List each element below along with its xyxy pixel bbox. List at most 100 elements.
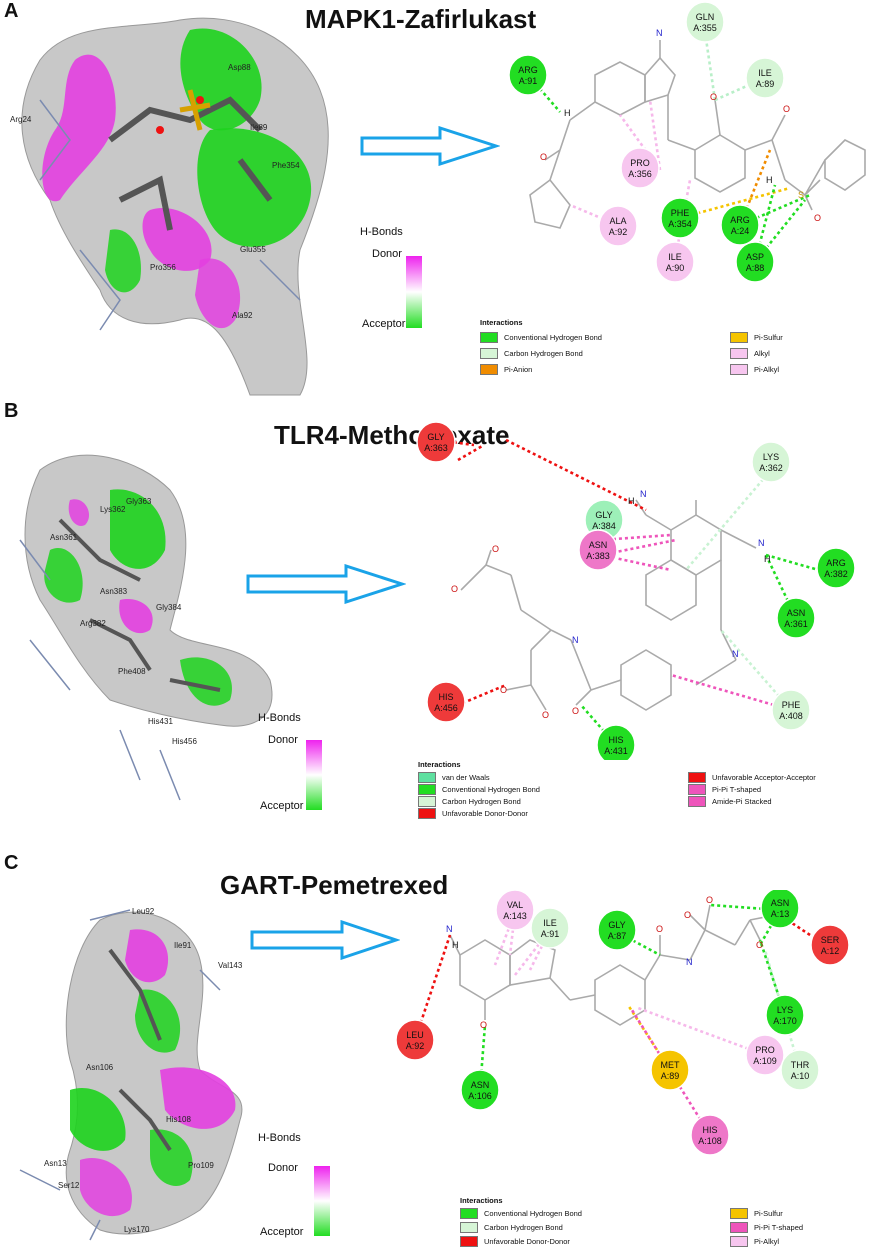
arrow-icon	[246, 564, 406, 604]
legend-swatch	[730, 348, 748, 359]
surface-label: Val143	[218, 961, 243, 970]
interaction-diagram: N H O O N O O O H O VALA:143ILEA:91GLYA:…	[395, 890, 850, 1156]
residue-bubble	[751, 441, 791, 483]
atom-label: S	[798, 190, 804, 200]
surface-label: Leu92	[132, 907, 155, 916]
protein-surface-render: Arg24 Pro356 Asp88 Ile89 Phe354 Ala92 Gl…	[10, 17, 329, 396]
legend-swatch	[688, 796, 706, 807]
surface-label: Lys362	[100, 505, 126, 514]
residue-name: MET	[661, 1060, 681, 1070]
surface-label: Asn383	[100, 587, 128, 596]
atom-label: O	[480, 1020, 487, 1030]
legend-label: van der Waals	[442, 773, 490, 782]
residue-bubble	[426, 681, 466, 723]
surface-label: Arg24	[10, 115, 32, 124]
residue-bubble	[760, 890, 800, 929]
residue-number: A:91	[541, 929, 560, 939]
panel-letter: A	[4, 0, 19, 22]
residue-name: VAL	[507, 900, 523, 910]
legend-item: Unfavorable Acceptor-Acceptor	[688, 772, 816, 783]
residue-name: GLY	[608, 920, 625, 930]
residue-number: A:408	[779, 711, 803, 721]
surface-label: Ala92	[232, 311, 253, 320]
residue-number: A:362	[759, 463, 783, 473]
legend-swatch	[460, 1208, 478, 1219]
surface-label: Pro356	[150, 263, 176, 272]
residue-bubble	[745, 57, 785, 99]
legend-label: Pi-Pi T-shaped	[712, 785, 762, 794]
legend-swatch	[688, 772, 706, 783]
legend-swatch	[460, 1222, 478, 1233]
residue-number: A:355	[693, 23, 717, 33]
surface-label: Pro109	[188, 1161, 214, 1170]
residue-bubble	[495, 890, 535, 931]
residue-name: ARG	[730, 215, 750, 225]
legend-swatch	[460, 1236, 478, 1247]
atom-label: H	[766, 175, 773, 185]
residue-name: THR	[791, 1060, 810, 1070]
surface-label: His431	[148, 717, 173, 726]
legend-swatch	[418, 772, 436, 783]
atom-label: H	[452, 940, 459, 950]
surface-label: Ile89	[250, 123, 268, 132]
legend-item: Pi-Anion	[480, 364, 532, 375]
residue-number: A:90	[666, 263, 685, 273]
legend-item: Alkyl	[730, 348, 770, 359]
atom-label: N	[732, 649, 739, 659]
legend-heading: Interactions	[418, 760, 461, 769]
residue-name: ASN	[771, 898, 790, 908]
residue-name: GLY	[427, 432, 444, 442]
donor-label: Donor	[372, 248, 402, 260]
residue-name: HIS	[702, 1125, 717, 1135]
legend-item: Carbon Hydrogen Bond	[460, 1222, 563, 1233]
legend-label: Pi-Sulfur	[754, 333, 783, 342]
panel-letter: C	[4, 852, 19, 874]
legend-label: Carbon Hydrogen Bond	[504, 349, 583, 358]
legend-swatch	[418, 784, 436, 795]
residue-name: ARG	[826, 558, 846, 568]
residue-bubble	[598, 205, 638, 247]
atom-label: H	[564, 108, 571, 118]
surface-label: Gly363	[126, 497, 152, 506]
surface-label: Phe354	[272, 161, 300, 170]
legend-heading: Interactions	[480, 318, 523, 327]
residue-name: SER	[821, 935, 840, 945]
residue-number: A:106	[468, 1091, 492, 1101]
legend-item: Pi-Alkyl	[730, 364, 779, 375]
residue-number: A:361	[784, 619, 808, 629]
legend-swatch	[418, 796, 436, 807]
residue-bubble	[620, 147, 660, 189]
surface-label: Asn106	[86, 1063, 114, 1072]
residue-name: GLN	[696, 12, 715, 22]
residue-bubble	[655, 241, 695, 283]
atom-label: O	[684, 910, 691, 920]
protein-surface-render: Lys362 Gly363 Asn361 Asn383 Gly384 Arg38…	[19, 454, 273, 801]
residue-number: A:456	[434, 703, 458, 713]
legend-item: Pi-Sulfur	[730, 1208, 783, 1219]
residue-name: ILE	[758, 68, 772, 78]
legend-item: Conventional Hydrogen Bond	[418, 784, 540, 795]
legend-swatch	[480, 332, 498, 343]
residue-name: LEU	[406, 1030, 424, 1040]
residue-name: LYS	[763, 452, 779, 462]
arrow-icon	[360, 126, 500, 166]
legend-item: Unfavorable Donor-Donor	[418, 808, 528, 819]
panel-b: B TLR4-Methotrexate Lys362 Gly363 Asn361…	[0, 400, 872, 830]
interactions-legend: Interactions Conventional Hydrogen Bond …	[460, 1196, 872, 1252]
panel-letter: B	[4, 400, 19, 422]
atom-label: O	[756, 940, 763, 950]
residue-name: ARG	[518, 65, 538, 75]
residue-number: A:356	[628, 169, 652, 179]
legend-item: Pi-Pi T-shaped	[730, 1222, 803, 1233]
atom-label: N	[640, 489, 647, 499]
